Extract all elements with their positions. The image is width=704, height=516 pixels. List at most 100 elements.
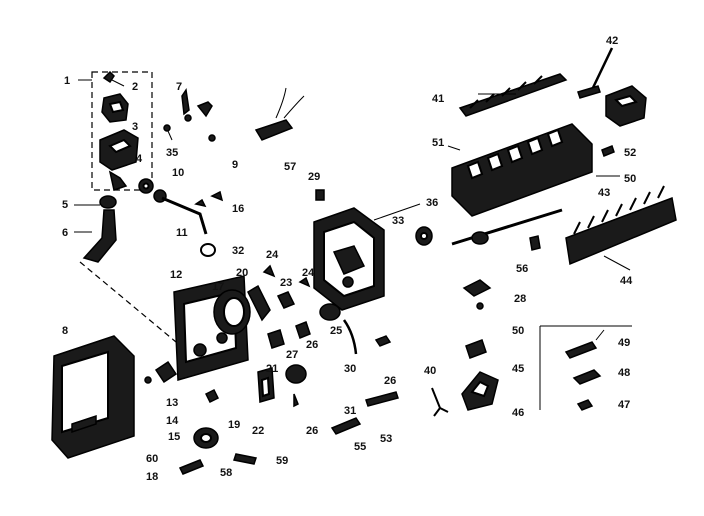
part-30 xyxy=(342,319,358,355)
part-25 xyxy=(319,303,341,321)
label-57: 57 xyxy=(284,161,296,173)
label-51: 51 xyxy=(432,137,444,149)
label-21: 21 xyxy=(266,363,278,375)
label-20: 20 xyxy=(236,267,248,279)
label-5: 5 xyxy=(62,199,68,211)
label-7: 7 xyxy=(176,81,182,93)
label-11: 11 xyxy=(176,227,188,239)
part-32 xyxy=(200,243,216,257)
part-52 xyxy=(605,85,647,127)
label-16: 16 xyxy=(232,203,244,215)
label-10: 10 xyxy=(172,167,184,179)
part-22 xyxy=(257,367,275,403)
part-2 xyxy=(102,70,125,87)
part-31 xyxy=(285,364,307,384)
part-3 xyxy=(101,93,129,123)
label-6: 6 xyxy=(62,227,68,239)
part-26-a xyxy=(374,335,392,347)
part-45 xyxy=(465,339,487,359)
label-19: 19 xyxy=(228,419,240,431)
label-53: 53 xyxy=(380,433,392,445)
part-57 xyxy=(254,87,305,141)
part-number-labels: 1 2 3 4 5 6 7 8 9 10 11 12 13 14 15 16 1… xyxy=(62,35,636,483)
label-26a: 26 xyxy=(306,339,318,351)
part-13 xyxy=(144,360,178,384)
part-42 xyxy=(577,47,614,99)
part-49 xyxy=(564,341,598,359)
part-44 xyxy=(565,185,677,266)
label-36: 36 xyxy=(426,197,438,209)
part-47 xyxy=(576,399,594,411)
label-43: 43 xyxy=(598,187,610,199)
part-58 xyxy=(193,427,219,449)
label-25: 25 xyxy=(330,325,342,337)
part-24 xyxy=(262,264,311,288)
label-8: 8 xyxy=(62,325,68,337)
part-9 xyxy=(210,190,224,202)
part-46 xyxy=(461,371,499,411)
part-16 xyxy=(194,198,207,208)
part-36 xyxy=(415,226,433,246)
part-53 xyxy=(365,391,399,407)
label-28: 28 xyxy=(514,293,526,305)
label-1: 1 xyxy=(64,75,70,87)
label-56: 56 xyxy=(516,263,528,275)
label-42: 42 xyxy=(606,35,618,47)
label-48: 48 xyxy=(618,367,630,379)
part-18 xyxy=(178,459,205,475)
part-35 xyxy=(163,124,173,141)
label-29: 29 xyxy=(308,171,320,183)
part-48 xyxy=(572,369,602,385)
part-group-box xyxy=(91,71,153,191)
label-58: 58 xyxy=(220,467,232,479)
part-20 xyxy=(247,284,271,322)
part-59 xyxy=(233,453,257,465)
label-47: 47 xyxy=(618,399,630,411)
part-10 xyxy=(138,178,154,194)
part-21 xyxy=(267,329,285,349)
part-50-top xyxy=(601,145,615,157)
label-32: 32 xyxy=(232,245,244,257)
part-27 xyxy=(295,321,311,339)
label-49: 49 xyxy=(618,337,630,349)
part-5 xyxy=(74,195,117,209)
label-30: 30 xyxy=(344,363,356,375)
label-13: 13 xyxy=(166,397,178,409)
label-12: 12 xyxy=(170,269,182,281)
label-24: 24 xyxy=(266,249,279,261)
label-23: 23 xyxy=(280,277,292,289)
part-19 xyxy=(204,388,220,404)
label-22: 22 xyxy=(252,425,264,437)
part-41 xyxy=(458,73,568,117)
label-2: 2 xyxy=(132,81,138,93)
label-27: 27 xyxy=(286,349,298,361)
part-33 xyxy=(313,207,385,311)
part-28 xyxy=(462,279,492,310)
label-40: 40 xyxy=(424,365,436,377)
part-29 xyxy=(315,189,325,201)
label-41: 41 xyxy=(432,93,444,105)
label-55: 55 xyxy=(354,441,366,453)
label-15: 15 xyxy=(168,431,180,443)
part-26-b xyxy=(293,393,299,408)
part-7 xyxy=(181,87,192,122)
label-50a: 50 xyxy=(624,173,636,185)
label-26b: 26 xyxy=(384,375,396,387)
part-56 xyxy=(529,235,541,251)
label-24b: 24 xyxy=(302,267,315,279)
label-3: 3 xyxy=(132,121,138,133)
label-31: 31 xyxy=(344,405,356,417)
parts-inset xyxy=(539,325,632,410)
label-9: 9 xyxy=(232,159,238,171)
label-46: 46 xyxy=(512,407,524,419)
leader-lines xyxy=(373,93,631,341)
label-26c: 26 xyxy=(306,425,318,437)
part-51 xyxy=(447,123,593,217)
label-44: 44 xyxy=(620,275,633,287)
label-4: 4 xyxy=(136,153,143,165)
label-18: 18 xyxy=(146,471,158,483)
label-33: 33 xyxy=(392,215,404,227)
part-6 xyxy=(74,209,117,263)
label-60: 60 xyxy=(146,453,158,465)
